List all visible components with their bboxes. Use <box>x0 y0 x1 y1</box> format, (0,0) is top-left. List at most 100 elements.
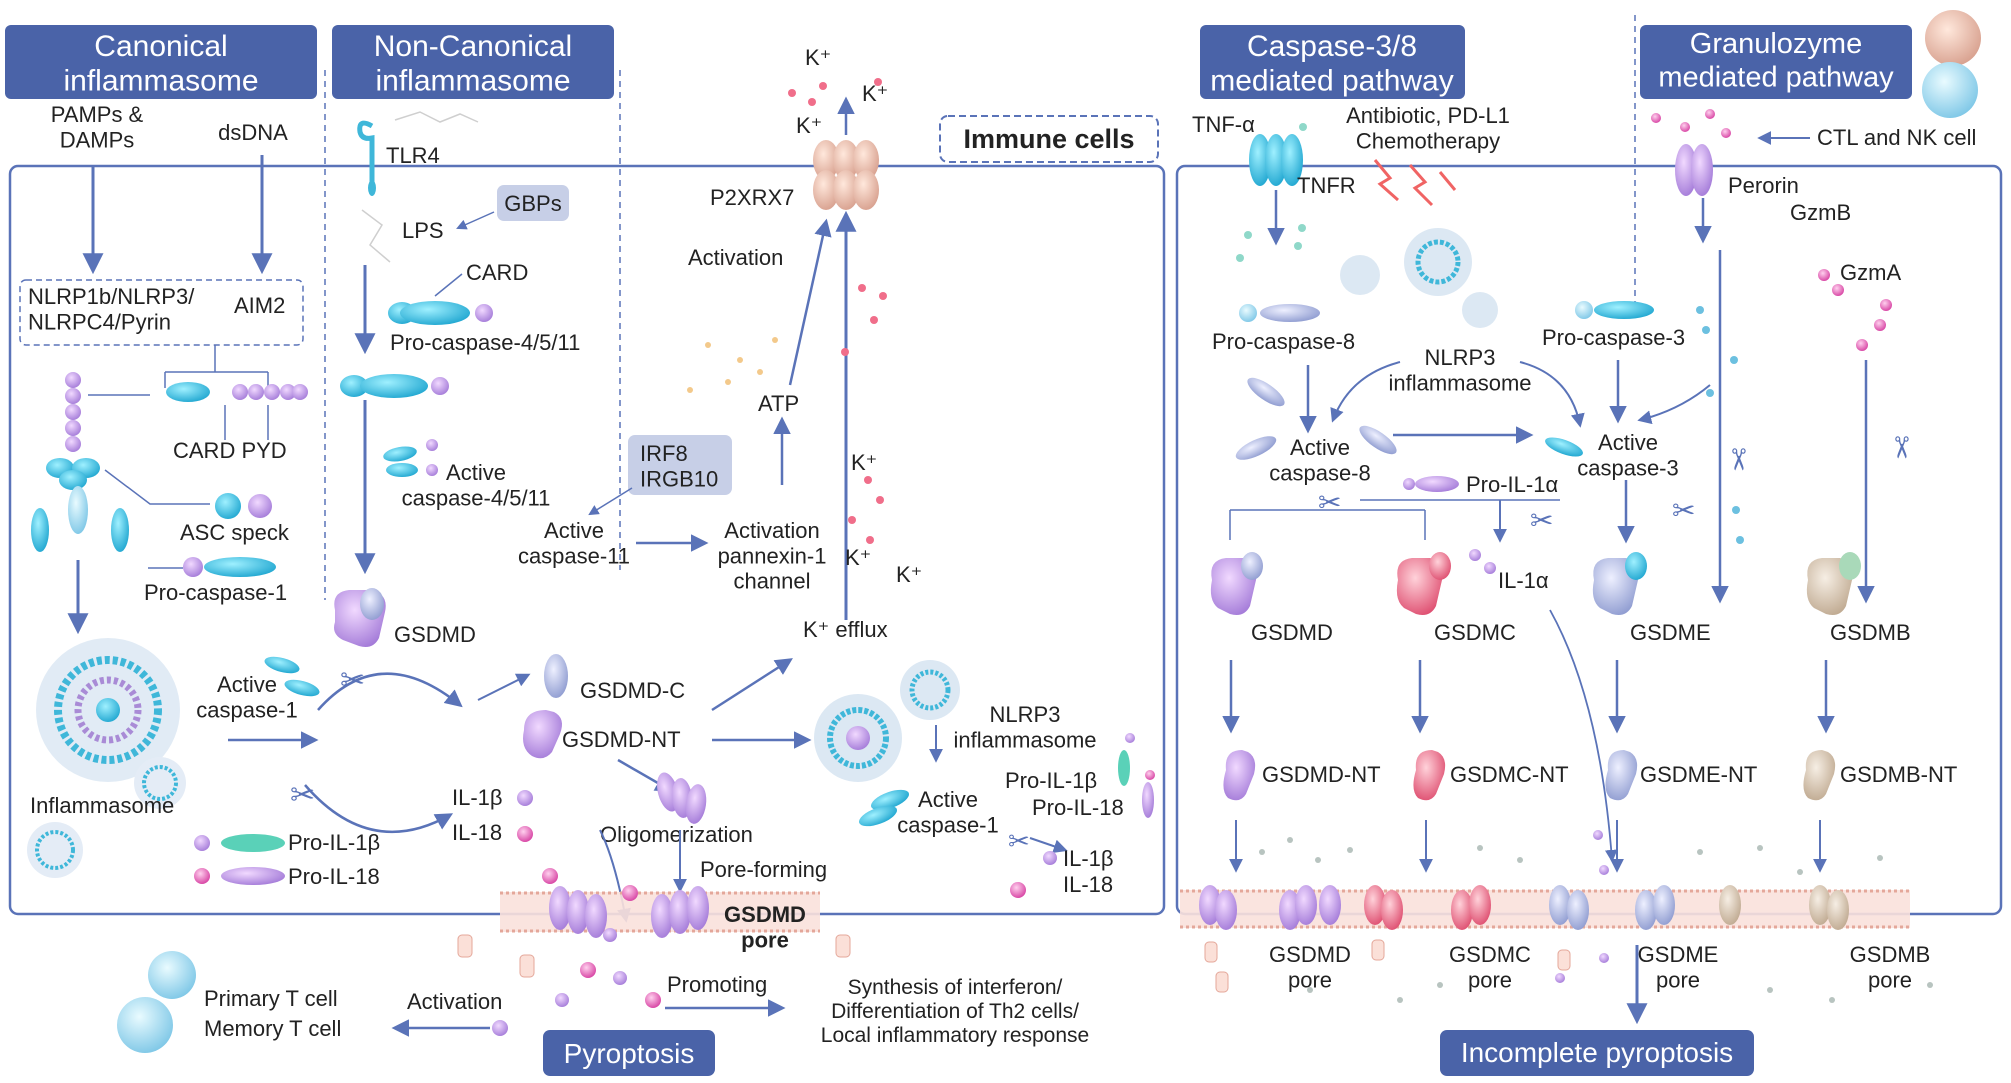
sensors-label: NLRP1b/NLRP3/NLRPC4/Pyrin <box>28 284 195 334</box>
casp4511-dimer-icon <box>340 374 449 398</box>
gsdmb-icon <box>1806 552 1861 615</box>
il1b-b-label: IL-1β <box>1063 846 1114 871</box>
k-ion-1: K⁺ <box>805 45 831 70</box>
nlrp-oligomer-icon <box>31 372 129 552</box>
gsdmd-nt-icon <box>523 710 562 759</box>
pro-il-1b-label: Pro-IL-1β <box>288 830 380 855</box>
nlrp3-inflammasome-icon <box>814 660 960 782</box>
gsdme-label: GSDME <box>1630 620 1711 645</box>
oligomerization-label: Oligomerization <box>600 822 753 847</box>
tnfr-icon <box>1249 134 1303 186</box>
gzmb-label: GzmB <box>1790 200 1851 225</box>
gsdmd-right-label: GSDMD <box>1251 620 1333 645</box>
gsdmb-label: GSDMB <box>1830 620 1911 645</box>
gsdme-nt-icon <box>1605 750 1638 801</box>
tnfr-label: TNFR <box>1297 173 1356 198</box>
t-cell-icon-1 <box>148 951 196 999</box>
il1b-label: IL-1β <box>452 785 503 810</box>
active-caspase-1b-icon <box>859 789 909 827</box>
asc-structure-icon <box>166 382 308 402</box>
gbps-label: GBPs <box>504 191 561 216</box>
atp-dots-icon <box>687 337 778 393</box>
promoting-label: Promoting <box>667 972 767 997</box>
scissors-icon: ✂ <box>340 664 365 697</box>
pamps-label: PAMPs &DAMPs <box>51 102 144 152</box>
pro-il-18-label: Pro-IL-18 <box>288 864 380 889</box>
il-1a-label: IL-1α <box>1498 568 1549 593</box>
pro-il-1b-icon <box>194 834 285 852</box>
gzma-dots-icon <box>1818 269 1892 351</box>
debris-dots-right <box>1259 830 1933 1003</box>
k-dots-top-icon <box>788 78 882 106</box>
gsdmd-right-icon <box>1210 552 1263 615</box>
pro-caspase-4511-icon <box>388 301 493 325</box>
il18-label: IL-18 <box>452 820 502 845</box>
gsdmc-label: GSDMC <box>1434 620 1516 645</box>
asc-speck-icon <box>215 493 272 519</box>
pro-caspase-8-icon <box>1239 304 1320 322</box>
pyroptosis-badge: Pyroptosis <box>543 1030 715 1076</box>
scissors-icon-6: ✂ <box>1672 495 1695 526</box>
k-ion-6: K⁺ <box>896 562 922 587</box>
perorin-label: Perorin <box>1728 173 1799 198</box>
gsdmd-nt-right-label: GSDMD-NT <box>1262 762 1381 787</box>
inflammasome-label: Inflammasome <box>30 793 174 818</box>
scissors-icon-7: ✂ <box>1721 447 1754 472</box>
dsdna-label: dsDNA <box>218 120 288 145</box>
aim2-label: AIM2 <box>234 293 285 318</box>
pro-caspase-1-label: Pro-caspase-1 <box>144 580 287 605</box>
scissors-icon-4: ✂ <box>1318 487 1341 518</box>
gsdmc-icon <box>1396 552 1451 615</box>
card-pyd-label: CARD PYD <box>173 438 287 463</box>
scissors-icon-8: ✂ <box>1884 435 1917 460</box>
t-cell-icon-2 <box>117 997 173 1053</box>
k-ion-4: K⁺ <box>851 450 877 475</box>
irf8-box <box>628 435 732 495</box>
gsdmd-c-label: GSDMD-C <box>580 678 685 703</box>
ctl-nk-label: CTL and NK cell <box>1817 125 1976 150</box>
pro-il-1a-icon <box>1403 476 1459 492</box>
pro-il-1a-label: Pro-IL-1α <box>1466 472 1558 497</box>
il1b-icon <box>517 790 533 806</box>
pore-proteins-right <box>1199 885 1849 930</box>
active-caspase-8-icon <box>1235 377 1397 460</box>
active-caspase-4511-icon <box>383 439 438 477</box>
pyroptosis-label: Pyroptosis <box>564 1038 695 1069</box>
asc-speck-label: ASC speck <box>180 520 290 545</box>
synthesis-label: Synthesis of interferon/Differentiation … <box>821 976 1089 1047</box>
pro-caspase-8-label: Pro-caspase-8 <box>1212 329 1355 354</box>
gsdmb-nt-icon <box>1803 750 1836 801</box>
pro-il-18-icon <box>194 867 285 885</box>
oligomerization-icon <box>657 772 707 824</box>
k-ion-5: K⁺ <box>845 545 871 570</box>
pro-caspase-1-icon <box>183 557 276 577</box>
p2x7-label: P2XRX7 <box>710 185 794 210</box>
activation-b-label: Activation <box>407 989 502 1014</box>
sensors-box <box>19 279 304 346</box>
lipid-debris-right <box>1204 939 1571 993</box>
gsdmb-nt-label: GSDMB-NT <box>1840 762 1957 787</box>
k-dots-mid-icon <box>841 284 887 544</box>
gsdmd-nt-label: GSDMD-NT <box>562 727 681 752</box>
gsdme-icon <box>1592 552 1647 615</box>
pro-il-18-b-label: Pro-IL-18 <box>1032 795 1124 820</box>
pro-il-1b-b-label: Pro-IL-1β <box>1005 768 1097 793</box>
immune-cells-box: Immune cells <box>939 115 1159 163</box>
gzma-label: GzmA <box>1840 260 1901 285</box>
